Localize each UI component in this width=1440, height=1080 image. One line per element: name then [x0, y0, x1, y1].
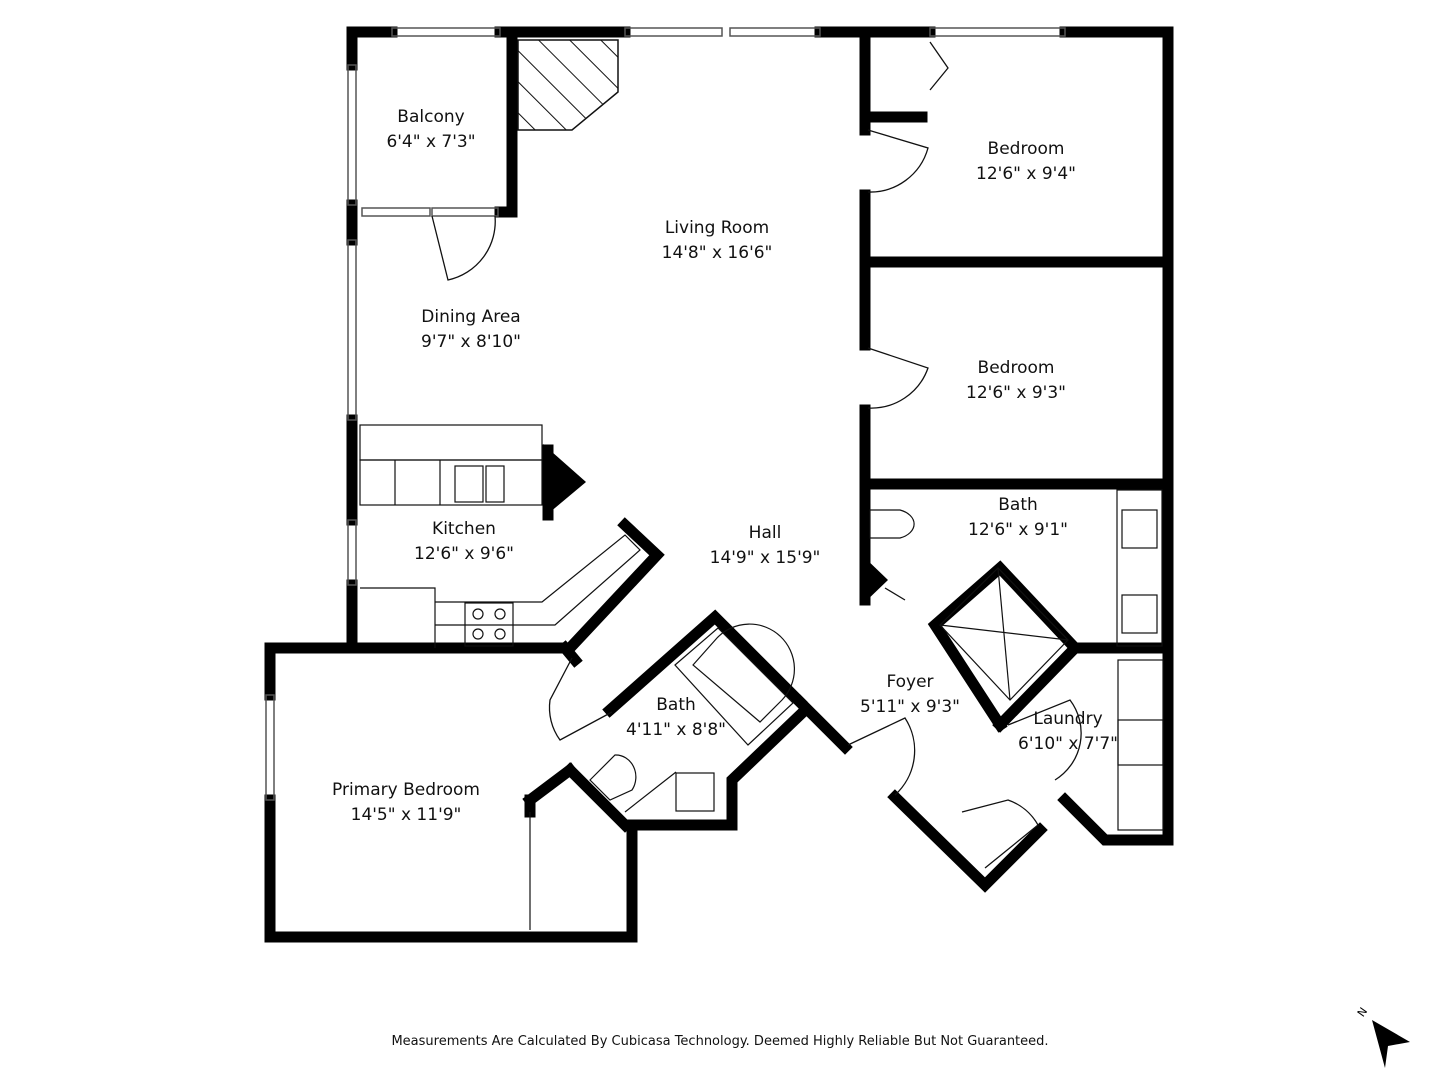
kitchen-name: Kitchen — [432, 519, 496, 539]
doors — [431, 41, 1082, 869]
hall-name: Hall — [749, 523, 782, 543]
wall-corner-icon — [862, 555, 888, 605]
living-room-name: Living Room — [665, 218, 769, 238]
bath-large-dimensions: 12'6" x 9'1" — [968, 520, 1068, 540]
room-labels: Balcony 6'4" x 7'3" Living Room 14'8" x 16'… — [332, 107, 1118, 825]
hall-dimensions: 14'9" x 15'9" — [710, 548, 821, 568]
north-arrow-icon: N — [1355, 1005, 1410, 1068]
compass-label: N — [1355, 1005, 1370, 1019]
dining-area-dimensions: 9'7" x 8'10" — [421, 332, 521, 352]
fridge-icon — [543, 444, 586, 518]
bedroom-1-name: Bedroom — [988, 139, 1065, 159]
bath-small-name: Bath — [656, 695, 696, 715]
laundry-name: Laundry — [1033, 709, 1102, 729]
bedroom-2-name: Bedroom — [978, 358, 1055, 378]
fireplace-icon — [517, 39, 619, 131]
primary-bedroom-name: Primary Bedroom — [332, 780, 480, 800]
bedroom-2-dimensions: 12'6" x 9'3" — [966, 383, 1066, 403]
kitchen-dimensions: 12'6" x 9'6" — [414, 544, 514, 564]
dining-area-name: Dining Area — [421, 307, 520, 327]
bedroom-1-dimensions: 12'6" x 9'4" — [976, 164, 1076, 184]
disclaimer-text: Measurements Are Calculated By Cubicasa … — [391, 1034, 1049, 1049]
foyer-name: Foyer — [886, 672, 933, 692]
bath-small-dimensions: 4'11" x 8'8" — [626, 720, 726, 740]
windows — [265, 27, 1066, 801]
kitchen-fixtures — [359, 424, 641, 648]
foyer-dimensions: 5'11" x 9'3" — [860, 697, 960, 717]
laundry-dimensions: 6'10" x 7'7" — [1018, 734, 1118, 754]
living-room-dimensions: 14'8" x 16'6" — [662, 243, 773, 263]
bath-large-name: Bath — [998, 495, 1038, 515]
primary-bedroom-dimensions: 14'5" x 11'9" — [351, 805, 462, 825]
balcony-dimensions: 6'4" x 7'3" — [386, 132, 475, 152]
balcony-name: Balcony — [397, 107, 464, 127]
bath-fixtures — [529, 489, 1164, 930]
stove-icon — [464, 602, 514, 647]
walls — [264, 26, 1174, 943]
